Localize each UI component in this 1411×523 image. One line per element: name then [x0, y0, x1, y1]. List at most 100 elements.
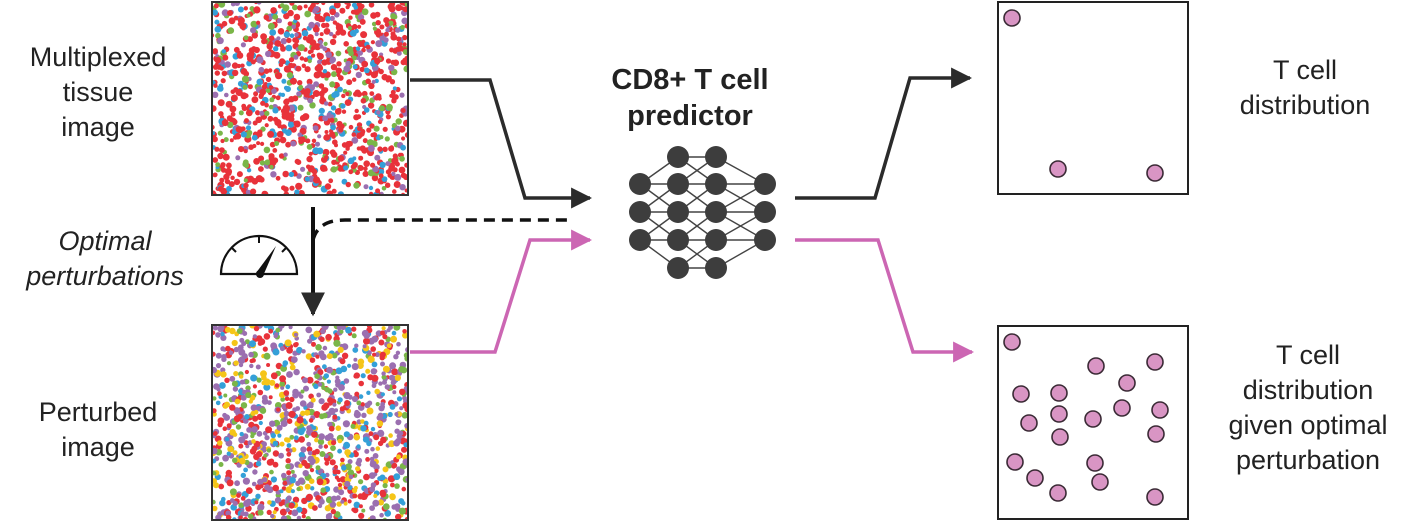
- tissue-cell-dot: [285, 463, 291, 470]
- tissue-cell-dot: [373, 493, 378, 498]
- tissue-cell-dot: [232, 457, 238, 463]
- tissue-cell-dot: [299, 400, 307, 407]
- tissue-cell-dot: [395, 513, 402, 520]
- tissue-cell-dot: [345, 463, 352, 471]
- tissue-cell-dot: [225, 101, 233, 108]
- tissue-cell-dot: [296, 346, 303, 354]
- tissue-cell-dot: [239, 379, 245, 385]
- tissue-cell-dot: [361, 147, 368, 154]
- tissue-cell-dot: [272, 14, 279, 20]
- tissue-cell-dot: [235, 424, 242, 430]
- tissue-cell-dot: [215, 162, 221, 168]
- tissue-cell-dot: [293, 435, 299, 441]
- tissue-cell-dot: [232, 69, 239, 77]
- tissue-cell-dot: [253, 409, 259, 415]
- speedometer-gauge-icon: [219, 234, 299, 278]
- tissue-cell-dot: [289, 364, 296, 371]
- tissue-cell-dot: [285, 486, 293, 494]
- tissue-cell-dot: [240, 63, 245, 69]
- tissue-cell-dot: [325, 333, 332, 341]
- tissue-cell-dot: [245, 392, 252, 399]
- tissue-cell-dot: [317, 503, 323, 509]
- tissue-cell-dot: [297, 104, 304, 111]
- tissue-cell-dot: [301, 514, 306, 519]
- tissue-cell-dot: [290, 489, 295, 494]
- tissue-cell-dot: [288, 410, 296, 418]
- tissue-cell-dot: [337, 86, 343, 93]
- tissue-cell-dot: [378, 105, 385, 112]
- tissue-cell-dot: [317, 65, 324, 72]
- tissue-cell-dot: [403, 119, 408, 127]
- tissue-cell-dot: [293, 13, 301, 21]
- tissue-cell-dot: [352, 507, 359, 514]
- tissue-cell-dot: [330, 105, 337, 111]
- tissue-cell-dot: [331, 134, 336, 139]
- tissue-cell-dot: [246, 13, 251, 18]
- tcell-point: [1050, 384, 1068, 402]
- tissue-cell-dot: [289, 185, 295, 191]
- tissue-cell-dot: [334, 378, 341, 385]
- tissue-cell-dot: [357, 358, 365, 366]
- tissue-cell-dot: [283, 390, 290, 396]
- tissue-cell-dot: [398, 507, 406, 515]
- tissue-cell-dot: [355, 46, 361, 51]
- tissue-cell-dot: [329, 38, 337, 46]
- tissue-cell-dot: [272, 107, 279, 114]
- tissue-cell-dot: [287, 121, 295, 128]
- tissue-cell-dot: [249, 51, 255, 57]
- tissue-cell-dot: [352, 363, 359, 369]
- tissue-cell-dot: [351, 395, 359, 403]
- tissue-cell-dot: [258, 66, 265, 73]
- tissue-cell-dot: [301, 349, 306, 354]
- tissue-cell-dot: [217, 99, 225, 107]
- tissue-cell-dot: [399, 184, 406, 191]
- tissue-cell-dot: [340, 457, 345, 463]
- tissue-cell-dot: [396, 41, 403, 47]
- tissue-cell-dot: [285, 447, 290, 452]
- tissue-cell-dot: [345, 5, 350, 10]
- tissue-cell-dot: [229, 404, 236, 411]
- tissue-cell-dot: [367, 102, 375, 109]
- network-node: [754, 201, 776, 223]
- tissue-cell-dot: [323, 155, 329, 160]
- tissue-cell-dot: [322, 69, 328, 74]
- tissue-cell-dot: [329, 31, 334, 37]
- tissue-cell-dot: [277, 433, 282, 438]
- tissue-cell-dot: [360, 495, 366, 500]
- tissue-cell-dot: [275, 175, 281, 181]
- tissue-cell-dot: [220, 371, 227, 378]
- tissue-cell-dot: [389, 362, 397, 370]
- tissue-cell-dot: [278, 501, 284, 507]
- tissue-cell-dot: [322, 345, 328, 351]
- tissue-cell-dot: [345, 181, 351, 188]
- tissue-cell-dot: [337, 346, 344, 353]
- tissue-cell-dot: [369, 505, 375, 511]
- tissue-cell-dot: [356, 133, 363, 140]
- tissue-cell-dot: [385, 183, 390, 188]
- tissue-cell-dot: [317, 53, 324, 60]
- tissue-cell-dot: [227, 445, 234, 453]
- tissue-cell-dot: [369, 123, 375, 129]
- tcell-point: [1020, 414, 1038, 432]
- tcell-distribution-perturbed-box: [997, 325, 1189, 520]
- tcell-distribution-box: [997, 1, 1189, 195]
- tissue-cell-dot: [251, 134, 258, 141]
- tissue-cell-dot: [335, 425, 342, 432]
- tissue-cell-dot: [300, 452, 305, 458]
- tissue-cell-dot: [300, 446, 307, 453]
- tissue-cell-dot: [283, 31, 291, 38]
- tcell-point: [1003, 333, 1021, 351]
- tissue-cell-dot: [377, 146, 383, 152]
- tissue-cell-dot: [241, 105, 248, 112]
- tissue-cell-dot: [290, 356, 298, 363]
- tissue-cell-dot: [233, 346, 240, 353]
- tissue-cell-dot: [360, 373, 366, 379]
- tissue-cell-dot: [354, 343, 359, 348]
- tissue-cell-dot: [243, 178, 248, 183]
- tissue-cell-dot: [401, 136, 406, 141]
- tissue-cell-dot: [364, 402, 371, 409]
- tissue-cell-dot: [238, 110, 244, 116]
- tissue-cell-dot: [307, 175, 315, 183]
- tissue-cell-dot: [379, 512, 384, 518]
- tissue-cell-dot: [323, 41, 328, 47]
